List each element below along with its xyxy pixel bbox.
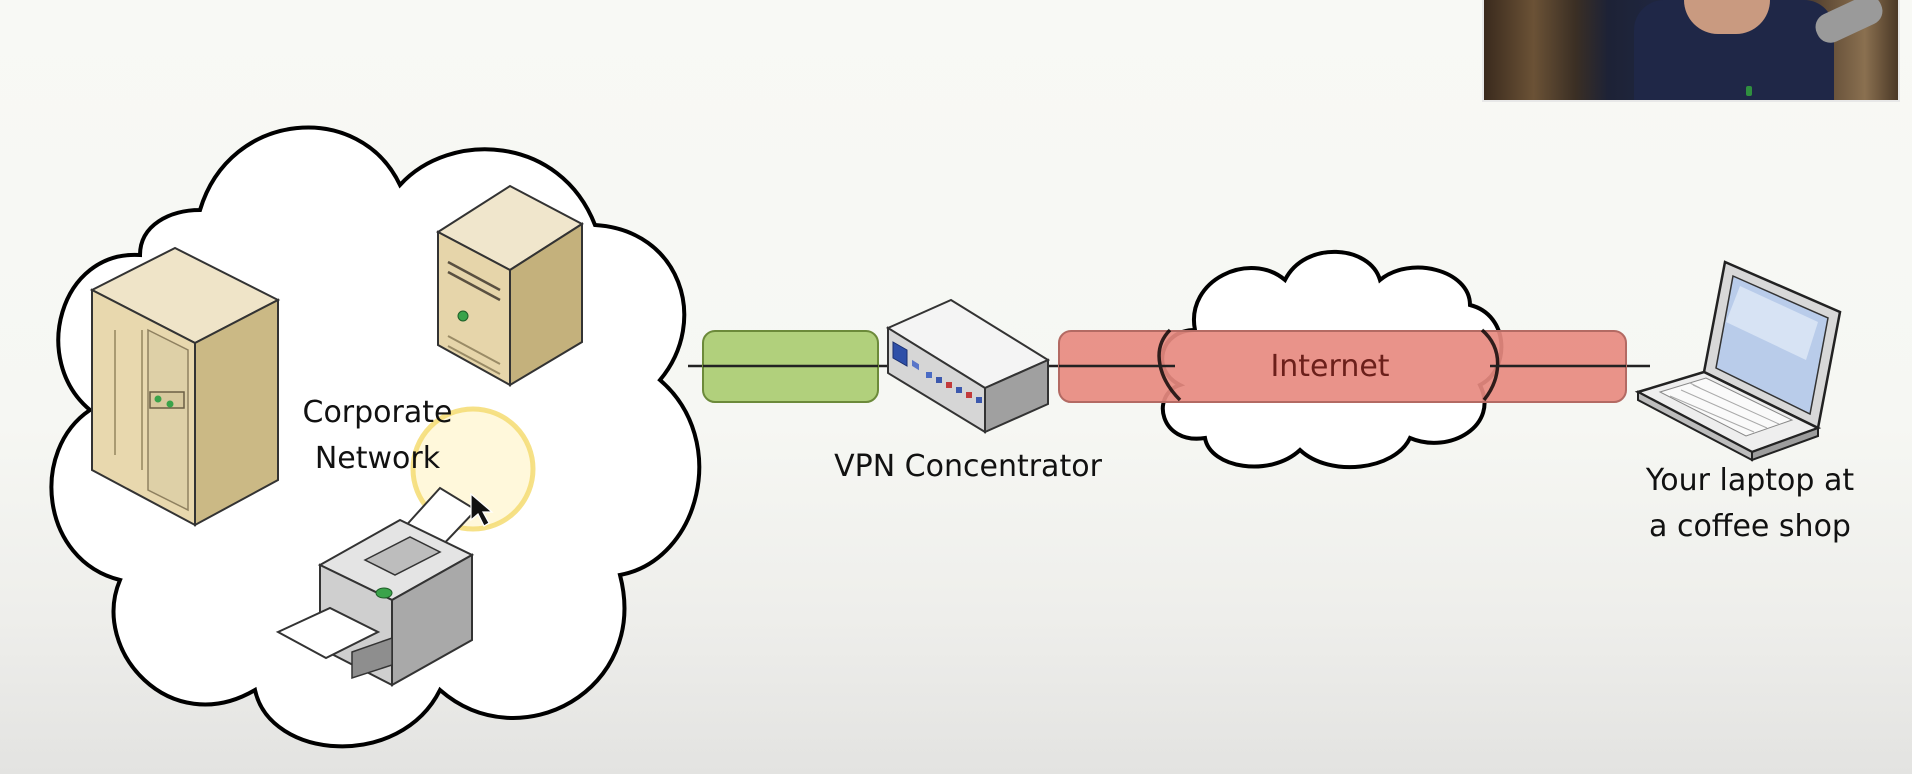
laptop-label-line1: Your laptop at [1645, 463, 1855, 498]
laptop-label-line2: a coffee shop [1649, 509, 1851, 544]
server-icon [436, 184, 584, 387]
corporate-label-line2: Network [314, 441, 441, 476]
server-tower-icon [89, 246, 281, 527]
mouse-pointer-icon [470, 492, 494, 527]
presenter-webcam [1482, 0, 1900, 102]
laptop-icon [1634, 260, 1842, 462]
corporate-label-line1: Corporate [302, 395, 453, 430]
corporate-network-label: Corporate Network [285, 390, 470, 482]
printer-icon [275, 486, 478, 687]
vpn-concentrator-label: VPN Concentrator [834, 449, 1102, 484]
laptop-label: Your laptop at a coffee shop [1610, 458, 1890, 550]
internet-label: Internet [1270, 349, 1390, 384]
vpn-concentrator-icon [885, 298, 1051, 434]
